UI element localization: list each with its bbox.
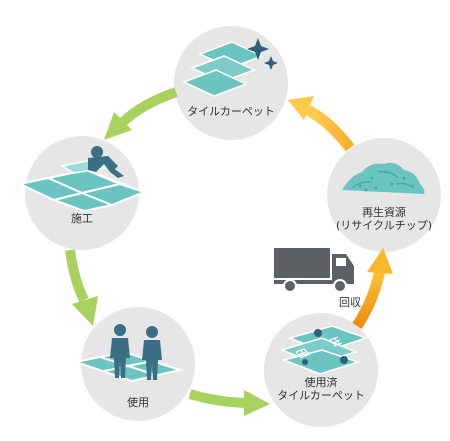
arrow-installation-to-use bbox=[65, 249, 98, 326]
arrow-use-to-used bbox=[188, 389, 270, 416]
label-installation: 施工 bbox=[71, 212, 93, 225]
label-used-carpet-line1: 使用済 bbox=[304, 376, 338, 389]
sparkle-icon bbox=[247, 38, 278, 70]
label-collection: 回収 bbox=[339, 296, 361, 309]
label-used-carpet-line2: タイルカーペット bbox=[277, 389, 365, 402]
installation-floor-icon bbox=[16, 159, 148, 213]
recycled-chips-icon bbox=[342, 162, 425, 194]
people-icon bbox=[110, 324, 162, 380]
arrow-collection bbox=[352, 248, 393, 330]
tile-carpet-icon bbox=[182, 41, 264, 97]
label-use: 使用 bbox=[127, 396, 149, 409]
label-recycled-line1: 再生資源 bbox=[362, 206, 406, 219]
label-recycled-line2: (リサイクルチップ) bbox=[335, 219, 433, 232]
worker-icon bbox=[88, 146, 124, 178]
label-recycled: 再生資源 (リサイクルチップ) bbox=[324, 206, 444, 232]
label-tile-carpet: タイルカーペット bbox=[187, 105, 275, 118]
used-carpet-icon bbox=[279, 325, 369, 375]
arrow-recycled-to-carpet bbox=[288, 96, 355, 152]
label-used-carpet: 使用済 タイルカーペット bbox=[266, 376, 376, 402]
arrow-carpet-to-installation bbox=[104, 87, 178, 140]
truck-icon bbox=[274, 248, 354, 293]
stage-circle-recycled bbox=[327, 138, 441, 252]
